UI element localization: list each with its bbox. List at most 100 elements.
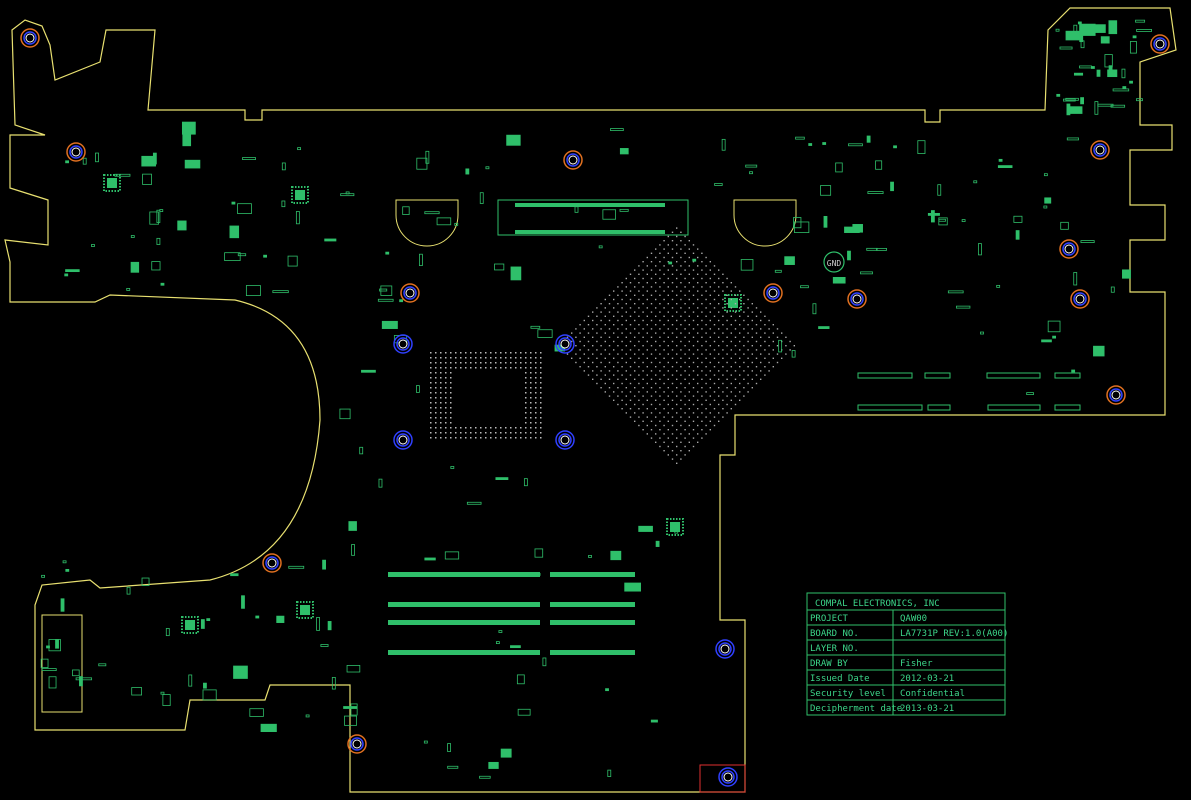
gpu-ball bbox=[739, 298, 741, 301]
passive-component bbox=[200, 619, 205, 629]
cpu-ball bbox=[445, 352, 447, 354]
cpu-ball bbox=[535, 352, 537, 354]
cpu-ball bbox=[455, 367, 457, 369]
mounting-hole bbox=[1075, 294, 1085, 304]
cpu-ball bbox=[500, 437, 502, 439]
cpu-ball bbox=[540, 352, 542, 354]
gpu-ball bbox=[705, 324, 707, 326]
gpu-ball bbox=[667, 319, 669, 322]
passive-component bbox=[638, 525, 653, 532]
gpu-ball bbox=[713, 290, 716, 292]
gpu-ball bbox=[663, 307, 665, 309]
cpu-ball bbox=[530, 387, 532, 389]
gpu-ball bbox=[642, 353, 644, 355]
gpu-ball bbox=[596, 374, 598, 376]
gpu-ball bbox=[650, 277, 653, 280]
gpu-ball bbox=[692, 303, 695, 305]
gpu-ball bbox=[688, 349, 690, 351]
gpu-ball bbox=[629, 357, 632, 359]
gpu-ball bbox=[755, 349, 758, 351]
gpu-ball bbox=[629, 416, 632, 418]
passive-component bbox=[848, 143, 863, 147]
memory-slot-pins bbox=[388, 620, 540, 625]
gpu-ball bbox=[688, 240, 690, 242]
passive-component bbox=[745, 164, 758, 168]
passive-component bbox=[241, 595, 245, 609]
passive-component bbox=[1132, 35, 1137, 39]
gpu-ball bbox=[617, 395, 619, 397]
gpu-ball bbox=[697, 324, 699, 326]
gpu-ball bbox=[684, 387, 686, 389]
gpu-ball bbox=[701, 395, 703, 397]
gpu-ball bbox=[739, 324, 741, 326]
gpu-ball bbox=[613, 340, 615, 343]
gpu-ball bbox=[663, 408, 665, 410]
gpu-ball bbox=[667, 244, 669, 246]
memory-slot-pins bbox=[388, 602, 540, 607]
gpu-ball bbox=[730, 290, 732, 292]
gpu-ball bbox=[667, 445, 669, 448]
gpu-ball bbox=[659, 277, 661, 280]
gpu-ball bbox=[575, 328, 577, 330]
gpu-ball bbox=[592, 311, 594, 313]
passive-component bbox=[956, 305, 971, 309]
cpu-ball bbox=[520, 432, 522, 434]
ic-chip bbox=[666, 518, 684, 536]
gpu-ball bbox=[650, 319, 653, 322]
gpu-ball bbox=[621, 366, 623, 368]
gpu-ball bbox=[634, 378, 636, 380]
gpu-ball bbox=[692, 328, 695, 330]
passive-component bbox=[95, 152, 99, 163]
gpu-ball bbox=[625, 370, 627, 372]
gpu-ball bbox=[781, 357, 783, 359]
gpu-ball bbox=[688, 256, 690, 259]
passive-component bbox=[494, 263, 505, 271]
gpu-ball bbox=[751, 387, 753, 389]
gpu-ball bbox=[701, 420, 703, 422]
gpu-ball bbox=[625, 353, 627, 355]
passive-component bbox=[479, 192, 484, 204]
gpu-ball bbox=[600, 387, 602, 389]
gpu-ball bbox=[671, 290, 674, 292]
title-row-label: PROJECT bbox=[810, 614, 849, 624]
passive-component bbox=[351, 544, 355, 556]
connector-outline bbox=[497, 199, 689, 236]
gpu-ball bbox=[734, 387, 737, 389]
gpu-ball bbox=[646, 290, 648, 292]
gpu-ball bbox=[646, 391, 648, 393]
passive-component bbox=[141, 155, 156, 167]
cpu-ball bbox=[435, 427, 437, 429]
passive-component bbox=[162, 694, 171, 706]
mounting-hole-ring bbox=[66, 142, 86, 162]
gpu-ball bbox=[730, 382, 732, 385]
passive-component bbox=[381, 320, 398, 329]
gpu-ball bbox=[709, 361, 711, 364]
cpu-ball bbox=[445, 367, 447, 369]
gpu-ball bbox=[659, 353, 661, 355]
gpu-ball bbox=[713, 324, 716, 326]
passive-component bbox=[1112, 88, 1130, 92]
gpu-ball bbox=[667, 403, 669, 406]
passive-component bbox=[650, 719, 658, 723]
cpu-ball bbox=[530, 427, 532, 429]
gpu-ball bbox=[697, 273, 699, 275]
gpu-ball bbox=[671, 399, 674, 401]
mounting-hole bbox=[25, 33, 35, 43]
keepout-zone bbox=[699, 764, 746, 793]
passive-component bbox=[947, 290, 964, 294]
gpu-ball bbox=[734, 311, 737, 313]
gpu-ball bbox=[688, 248, 690, 250]
gpu-ball bbox=[701, 294, 703, 296]
gpu-ball bbox=[655, 324, 657, 326]
gpu-ball bbox=[659, 361, 661, 364]
passive-component bbox=[1073, 72, 1084, 76]
gpu-ball bbox=[667, 277, 669, 280]
gpu-ball bbox=[697, 424, 699, 427]
gpu-ball bbox=[760, 353, 762, 355]
passive-component bbox=[242, 157, 256, 160]
cpu-ball bbox=[495, 432, 497, 434]
gpu-ball bbox=[747, 298, 749, 301]
passive-component bbox=[202, 689, 217, 701]
gpu-ball bbox=[688, 290, 690, 292]
gpu-ball bbox=[583, 319, 585, 322]
